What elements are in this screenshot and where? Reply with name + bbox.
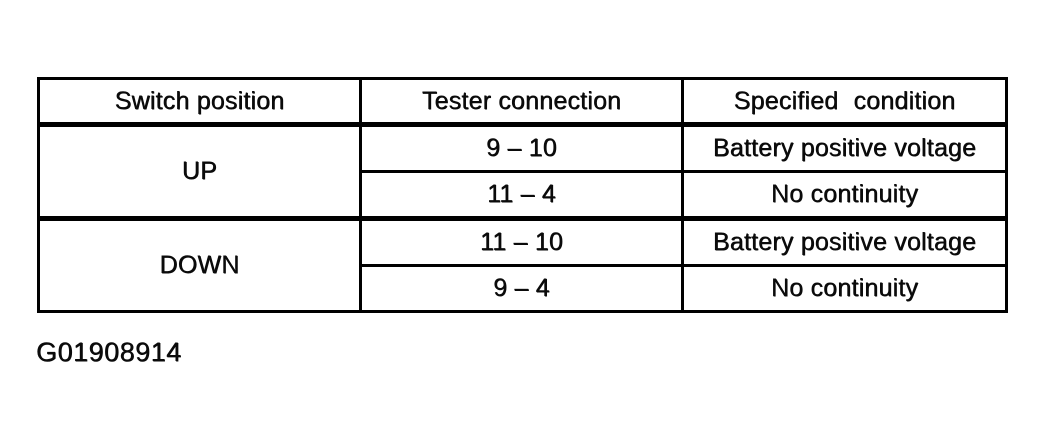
cell-tester-connection: 11 – 4: [359, 170, 684, 220]
table-row: UP 9 – 10 Battery positive voltage: [37, 123, 1008, 220]
cell-specified-condition: No continuity: [681, 264, 1008, 313]
cell-switch-position-up: UP: [37, 123, 362, 220]
table-row: 11 – 4 No continuity: [39, 170, 1008, 220]
cell-tester-connection: 11 – 10: [359, 216, 684, 267]
header-tester-connection: Tester connection: [359, 77, 684, 127]
figure-id: G01908914: [36, 337, 182, 367]
table-header-row: Switch position Tester connection Specif…: [37, 77, 1008, 127]
cell-tester-connection: 9 – 10: [359, 123, 684, 173]
cell-specified-condition: Battery positive voltage: [681, 216, 1008, 267]
switch-continuity-table: Switch position Tester connection Specif…: [37, 77, 1008, 313]
header-specified-condition: Specified condition: [681, 77, 1008, 127]
table-row: 9 – 4 No continuity: [39, 264, 1008, 313]
cell-specified-condition: Battery positive voltage: [681, 123, 1008, 173]
cell-switch-position-down: DOWN: [37, 216, 362, 313]
cell-specified-condition: No continuity: [681, 170, 1008, 220]
cell-tester-connection: 9 – 4: [359, 264, 684, 313]
header-switch-position: Switch position: [37, 77, 362, 127]
table-row: DOWN 11 – 10 Battery positive voltage: [37, 216, 1008, 313]
